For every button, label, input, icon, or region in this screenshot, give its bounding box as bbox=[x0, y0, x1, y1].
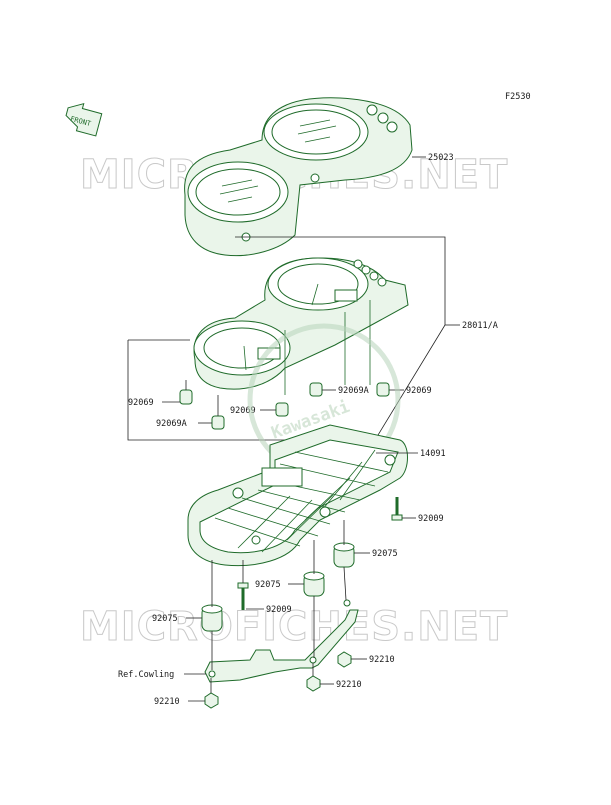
damper-92075-mid bbox=[303, 540, 325, 597]
callout-92069a-left: 92069A bbox=[156, 419, 187, 429]
callout-92069a-right: 92069A bbox=[338, 386, 369, 396]
callout-92210-mid: 92210 bbox=[336, 680, 362, 690]
front-arrow-icon: FRONT bbox=[65, 102, 103, 137]
nut-92210-mid bbox=[306, 663, 321, 692]
callout-92210-left: 92210 bbox=[154, 697, 180, 707]
meter-assembly bbox=[193, 257, 409, 395]
callout-92069-left: 92069 bbox=[128, 398, 154, 408]
damper-92075-left bbox=[201, 560, 223, 632]
damper-92075-right bbox=[333, 520, 355, 568]
grommet-92069a-right bbox=[309, 382, 323, 397]
grommet-92069-right bbox=[376, 382, 390, 397]
callout-92009-mid: 92009 bbox=[266, 605, 292, 615]
callout-92069-mid: 92069 bbox=[230, 406, 256, 416]
callout-28011-a: 28011/A bbox=[462, 321, 498, 331]
watermark-bottom: MICROFICHES.NET bbox=[80, 604, 508, 650]
callout-92009-right: 92009 bbox=[418, 514, 444, 524]
meter-cover bbox=[184, 97, 413, 257]
grommet-92069a-left bbox=[211, 395, 225, 430]
callout-92075-mid: 92075 bbox=[255, 580, 281, 590]
callout-92069-right: 92069 bbox=[406, 386, 432, 396]
callout-92210-right: 92210 bbox=[369, 655, 395, 665]
nut-92210-left bbox=[204, 678, 219, 709]
callout-25023: 25023 bbox=[428, 153, 454, 163]
nut-92210-right bbox=[337, 651, 352, 668]
callout-14091: 14091 bbox=[420, 449, 446, 459]
callout-92075-left: 92075 bbox=[152, 614, 178, 624]
ref-cowling-label: Ref.Cowling bbox=[118, 670, 174, 680]
cowling-bracket bbox=[204, 566, 359, 683]
callout-92075-right: 92075 bbox=[372, 549, 398, 559]
screw-92009-mid bbox=[237, 560, 249, 610]
grommet-92069-left bbox=[179, 380, 193, 405]
grommet-92069-mid bbox=[275, 402, 289, 417]
screw-92009-right bbox=[391, 497, 403, 521]
diagram-code: F2530 bbox=[505, 92, 531, 102]
meter-case bbox=[187, 424, 408, 567]
